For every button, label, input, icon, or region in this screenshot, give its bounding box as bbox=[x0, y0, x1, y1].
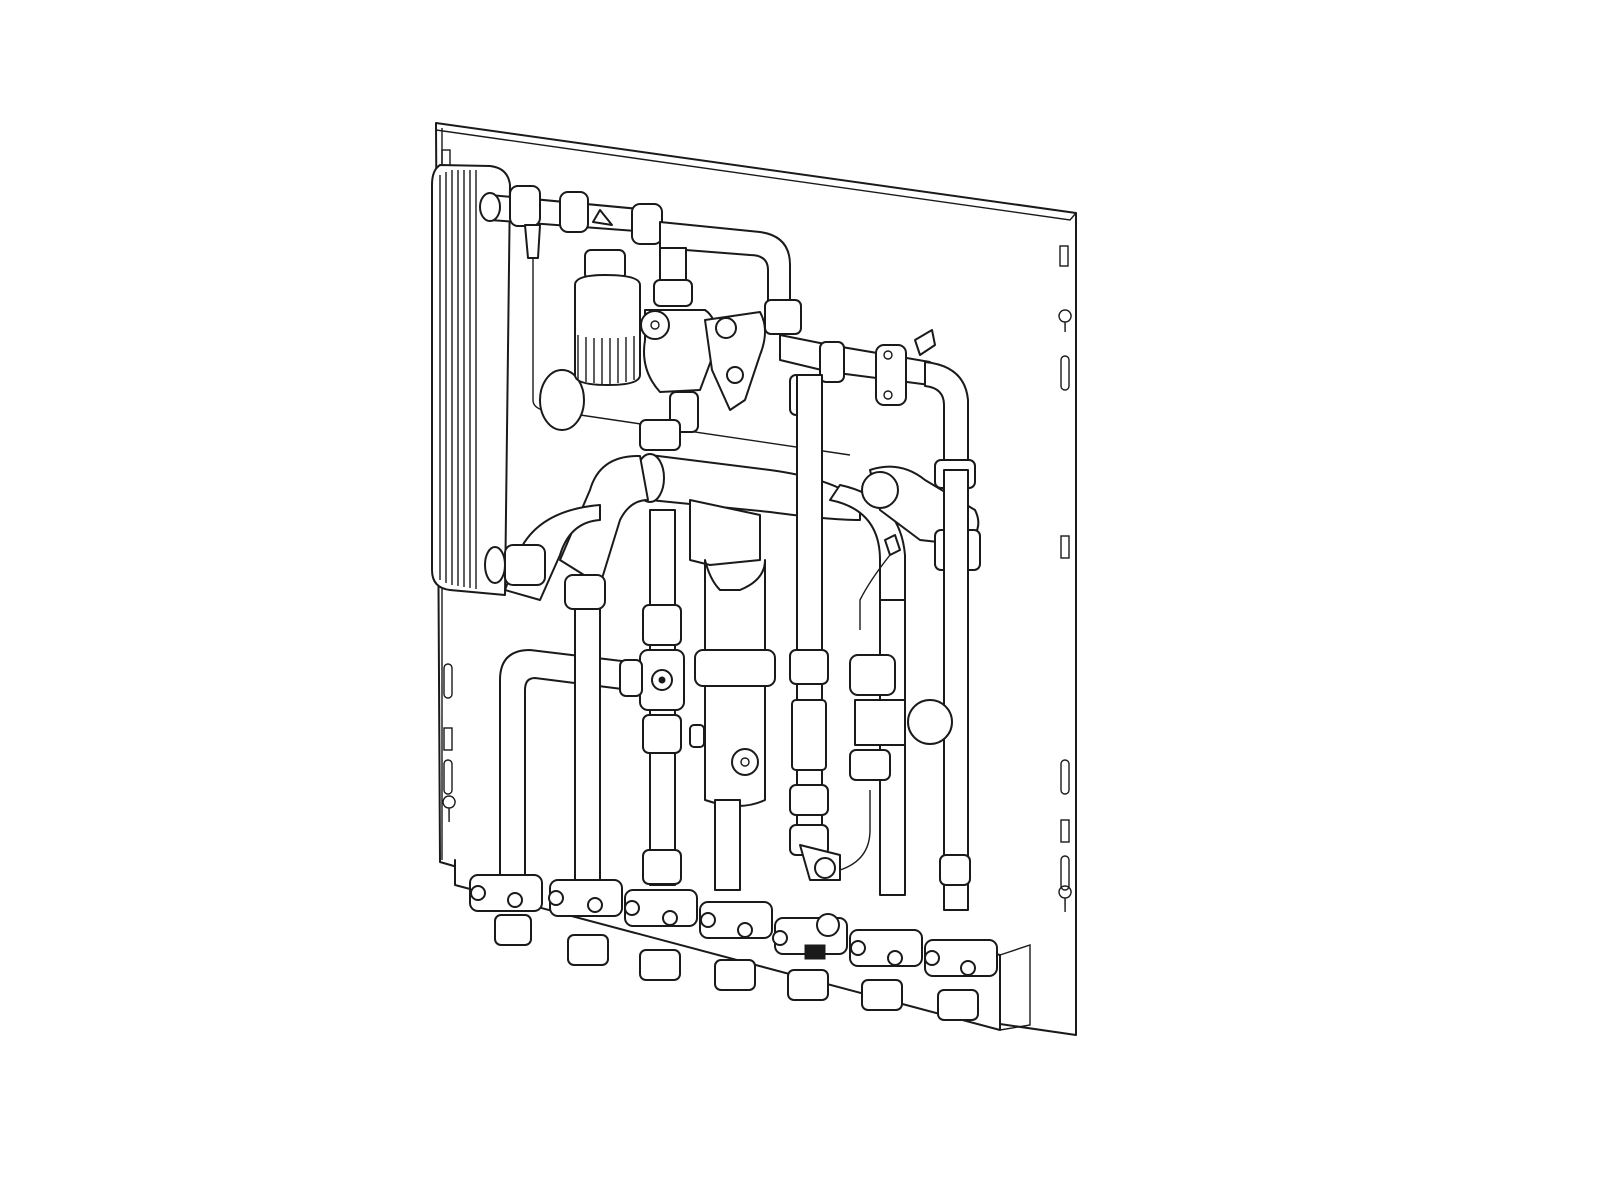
mounting-slots-left bbox=[441, 149, 456, 823]
connection-4 bbox=[699, 901, 773, 991]
exchanger-lower-ports bbox=[484, 544, 606, 610]
connection-5 bbox=[772, 913, 848, 1001]
connection-3 bbox=[624, 889, 698, 981]
connection-2 bbox=[548, 879, 623, 966]
pipe-7 bbox=[943, 469, 969, 911]
inline-fittings bbox=[619, 604, 971, 886]
connection-7 bbox=[924, 939, 998, 1021]
pipe-2 bbox=[574, 599, 601, 886]
plate-heat-exchanger bbox=[431, 164, 511, 596]
mounting-slots-right bbox=[1058, 245, 1072, 913]
connection-1 bbox=[469, 874, 543, 946]
top-pipework bbox=[479, 185, 851, 456]
pipe-5 bbox=[796, 374, 823, 856]
connection-6 bbox=[849, 929, 923, 1011]
bottom-connections bbox=[469, 874, 998, 1021]
pipe-6 bbox=[879, 599, 906, 896]
filter-cartridge bbox=[574, 209, 641, 386]
